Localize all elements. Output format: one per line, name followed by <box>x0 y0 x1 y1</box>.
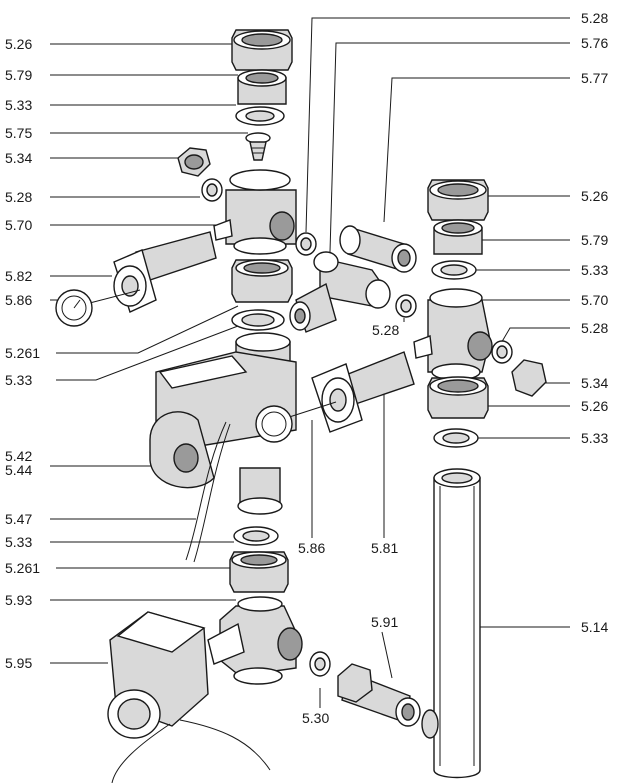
washer-5-30 <box>309 651 331 677</box>
elbow-fitting-5-77 <box>339 225 417 273</box>
callout-5-79-right: 5.79 <box>581 232 609 248</box>
circulation-pump <box>149 332 297 563</box>
callout-5-34-right: 5.34 <box>581 375 609 391</box>
callout-5-28-left: 5.28 <box>5 189 33 205</box>
ball-valve-left <box>213 169 297 255</box>
washer-left <box>201 178 223 202</box>
callout-5-70-right: 5.70 <box>581 292 609 308</box>
thermometer-handle-left <box>55 231 217 327</box>
callout-5-28-top: 5.28 <box>581 10 609 26</box>
pipe-5-14 <box>421 468 481 779</box>
cap-nut-left <box>177 147 211 177</box>
callout-5-34-left: 5.34 <box>5 150 33 166</box>
callout-5-26-top-left: 5.26 <box>5 36 33 52</box>
callout-5-91: 5.91 <box>371 614 399 630</box>
callout-5-14: 5.14 <box>581 619 609 635</box>
callout-5-28-right: 5.28 <box>581 320 609 336</box>
seal-ring-lower-right <box>433 428 479 448</box>
callout-5-30: 5.30 <box>302 710 330 726</box>
union-nut-lower-left <box>229 551 289 593</box>
callout-5-42: 5.42 <box>5 448 33 464</box>
callout-5-76: 5.76 <box>581 35 609 51</box>
callout-5-26-lower-right: 5.26 <box>581 398 609 414</box>
check-valve-insert <box>245 132 271 161</box>
washer-right <box>491 340 513 364</box>
callout-5-70-left: 5.70 <box>5 217 33 233</box>
callout-5-82: 5.82 <box>5 268 33 284</box>
callout-5-86-right: 5.86 <box>298 540 326 556</box>
callout-5-26-top-right: 5.26 <box>581 188 609 204</box>
cap-nut-right <box>511 359 547 397</box>
valve-actuator <box>107 611 271 783</box>
union-nut-lower-right <box>427 376 489 419</box>
threaded-adapter-top-left <box>237 69 287 105</box>
callout-5-44: 5.44 <box>5 462 33 478</box>
callout-5-33-mid-left: 5.33 <box>5 372 33 388</box>
callout-5-79-top-left: 5.79 <box>5 67 33 83</box>
callout-5-261-lower: 5.261 <box>5 560 41 576</box>
callout-5-47: 5.47 <box>5 511 33 527</box>
callout-5-86-left: 5.86 <box>5 292 33 308</box>
tee-fitting-5-76 <box>289 251 391 333</box>
union-nut-top-left <box>231 29 293 71</box>
callout-5-93: 5.93 <box>5 592 33 608</box>
elbow-fitting-5-91 <box>337 663 421 727</box>
union-nut-mid-left <box>231 259 293 303</box>
seal-ring-top-left <box>235 106 285 126</box>
callout-5-33-lower-right: 5.33 <box>581 430 609 446</box>
callout-5-81: 5.81 <box>371 540 399 556</box>
ball-valve-right <box>413 288 493 381</box>
callout-5-75: 5.75 <box>5 125 33 141</box>
threaded-adapter-top-right <box>433 219 483 255</box>
callout-5-77: 5.77 <box>581 70 609 86</box>
callout-5-261-upper: 5.261 <box>5 345 41 361</box>
mixing-valve <box>207 596 303 685</box>
washer-5-28-mid <box>395 294 417 318</box>
union-nut-top-right <box>427 179 489 221</box>
callout-5-33-lower-left: 5.33 <box>5 534 33 550</box>
seal-ring-mid-left <box>231 309 285 331</box>
thermometer-handle-right <box>255 351 415 443</box>
callout-5-28-mid: 5.28 <box>372 322 400 338</box>
callout-5-33-right: 5.33 <box>581 262 609 278</box>
callout-5-33-top-left: 5.33 <box>5 97 33 113</box>
seal-ring-lower-left <box>233 526 279 546</box>
leader-lines <box>50 17 570 708</box>
washer-5-28-top <box>295 232 317 256</box>
callout-5-95: 5.95 <box>5 655 33 671</box>
seal-ring-right <box>431 260 477 280</box>
